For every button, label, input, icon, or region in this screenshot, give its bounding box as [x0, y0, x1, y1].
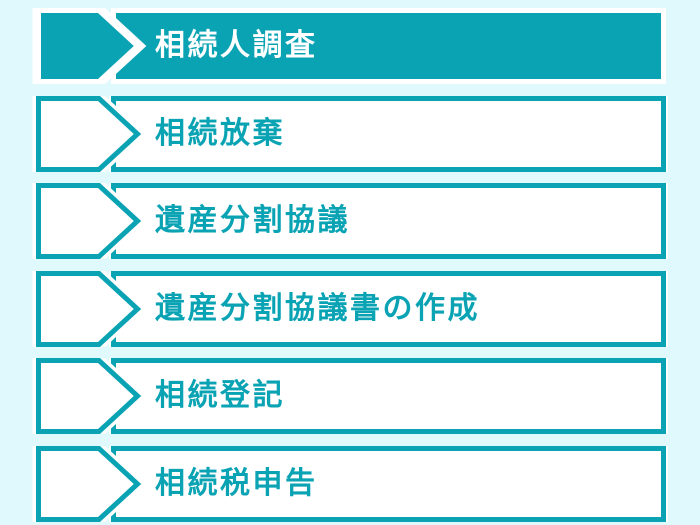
step-label: 遺産分割協議書の作成 — [155, 291, 480, 325]
arrow-right-icon — [32, 270, 147, 347]
step-bar — [109, 358, 668, 434]
step-row[interactable]: 相続登記 — [0, 358, 700, 434]
step-bar — [109, 183, 668, 259]
step-row[interactable]: 相続人調査 — [0, 8, 700, 84]
step-label: 遺産分割協議 — [155, 204, 350, 237]
step-label: 相続人調査 — [155, 29, 318, 62]
step-bar — [109, 95, 668, 172]
step-banner-shape — [32, 270, 668, 347]
step-row[interactable]: 遺産分割協議 — [0, 183, 700, 259]
step-row[interactable]: 相続放棄 — [0, 95, 700, 172]
arrow-right-icon — [32, 445, 147, 522]
arrow-right-icon — [32, 8, 147, 84]
step-banner-shape — [32, 358, 668, 434]
step-bar — [109, 270, 668, 347]
step-label: 相続登記 — [155, 379, 285, 412]
step-list: 相続人調査 相続放棄 遺産分割協議 — [0, 8, 700, 522]
step-row[interactable]: 遺産分割協議書の作成 — [0, 270, 700, 347]
step-banner-shape — [32, 95, 668, 172]
step-label: 相続放棄 — [155, 116, 285, 150]
arrow-right-icon — [32, 358, 147, 434]
step-label: 相続税申告 — [155, 466, 318, 500]
step-row[interactable]: 相続税申告 — [0, 445, 700, 522]
step-banner-shape — [32, 8, 666, 84]
step-banner-shape — [32, 183, 668, 259]
arrow-right-icon — [32, 183, 147, 259]
arrow-right-icon — [32, 95, 147, 172]
step-banner-shape — [32, 445, 668, 522]
